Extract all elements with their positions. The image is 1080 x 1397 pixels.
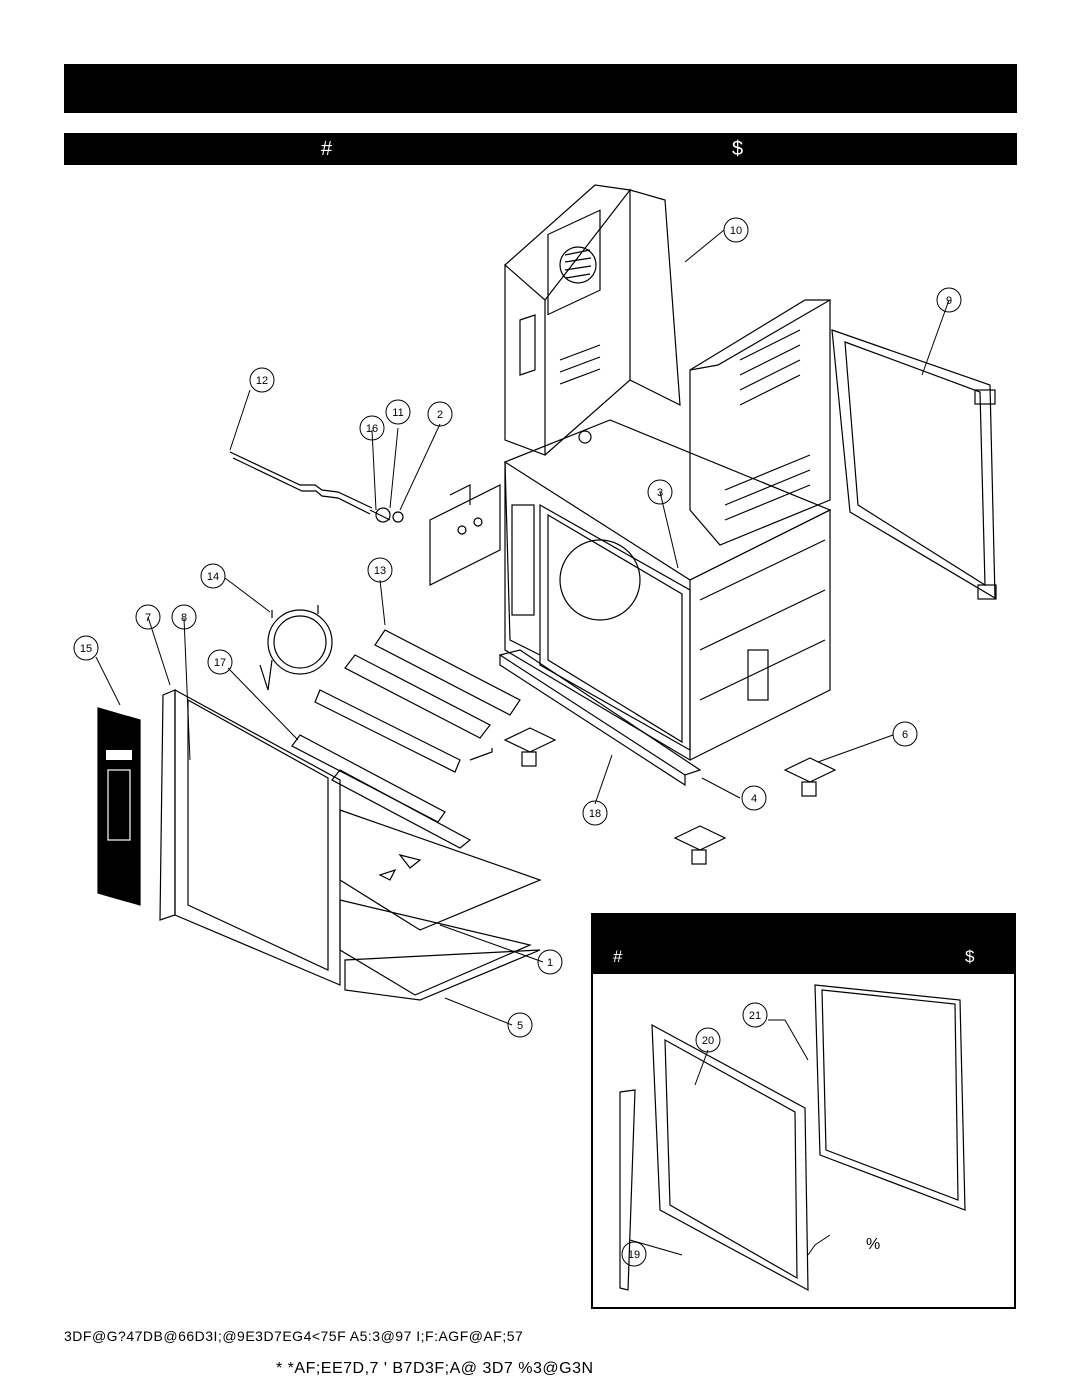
oven-racks <box>339 809 542 1001</box>
leveling-feet <box>503 727 837 865</box>
inset-side-mark: % <box>866 1236 881 1253</box>
callout-16: 16 <box>366 423 378 435</box>
callout-6: 6 <box>902 729 908 741</box>
inset-right-glyph: $ <box>965 947 975 966</box>
callout-18: 18 <box>589 808 601 820</box>
leader-lines <box>95 229 950 1026</box>
front-door <box>159 688 341 986</box>
page-footer: * *AF;EE7D,7 ' B7D3F;A@ 3D7 %3@G3N <box>276 1360 594 1377</box>
callout-1: 1 <box>547 957 553 969</box>
ring-heating-element <box>259 605 333 691</box>
section-bar-right-glyph: $ <box>732 138 744 160</box>
probe-fitting <box>369 507 404 523</box>
callout-10: 10 <box>730 225 742 237</box>
callout-3: 3 <box>657 487 663 499</box>
thermocouple-tube <box>229 451 373 515</box>
callout-4: 4 <box>751 793 757 805</box>
base-rail <box>498 649 702 787</box>
section-bar: # $ <box>64 133 1017 165</box>
callout-11: 11 <box>392 407 403 419</box>
callout-markers <box>73 217 962 1038</box>
diagram-caption: 3DF@G?47DB@66D3I;@9E3D7EG4<75F A5:3@97 I… <box>64 1328 524 1344</box>
oven-cabinet <box>504 419 832 762</box>
section-bar-left-glyph: # <box>321 138 333 160</box>
inset-left-glyph: # <box>613 947 623 966</box>
callout-8: 8 <box>181 612 187 624</box>
callout-13: 13 <box>374 565 386 577</box>
callout-labels: 10 9 12 16 11 2 3 13 14 7 8 15 17 6 4 18… <box>80 225 952 1032</box>
callout-9: 9 <box>946 295 952 307</box>
inset-header-bar: # $ <box>593 915 1014 974</box>
inset-door-handle <box>619 1089 636 1291</box>
callout-20: 20 <box>702 1035 714 1047</box>
callout-7: 7 <box>145 612 151 624</box>
callout-15: 15 <box>80 643 92 655</box>
right-side-panel <box>689 298 831 546</box>
callout-2: 2 <box>437 409 443 421</box>
control-board <box>429 484 501 586</box>
callout-19: 19 <box>628 1249 640 1261</box>
callout-5: 5 <box>517 1020 523 1032</box>
inset-glass-panel <box>814 984 966 1211</box>
header-bar <box>64 64 1017 113</box>
inset-door-frame <box>651 1023 809 1292</box>
control-panel-overlay <box>97 707 141 906</box>
rear-housing-panel <box>504 184 681 456</box>
callout-12: 12 <box>256 375 268 387</box>
callout-17: 17 <box>214 657 226 669</box>
callout-14: 14 <box>207 571 219 583</box>
right-door-frame <box>831 329 997 600</box>
callout-21: 21 <box>749 1010 761 1022</box>
door-detail-inset: # $ 21 20 19 <box>591 913 1016 1309</box>
straight-heating-elements <box>291 629 521 849</box>
inset-diagram: 21 20 19 <box>619 984 966 1292</box>
